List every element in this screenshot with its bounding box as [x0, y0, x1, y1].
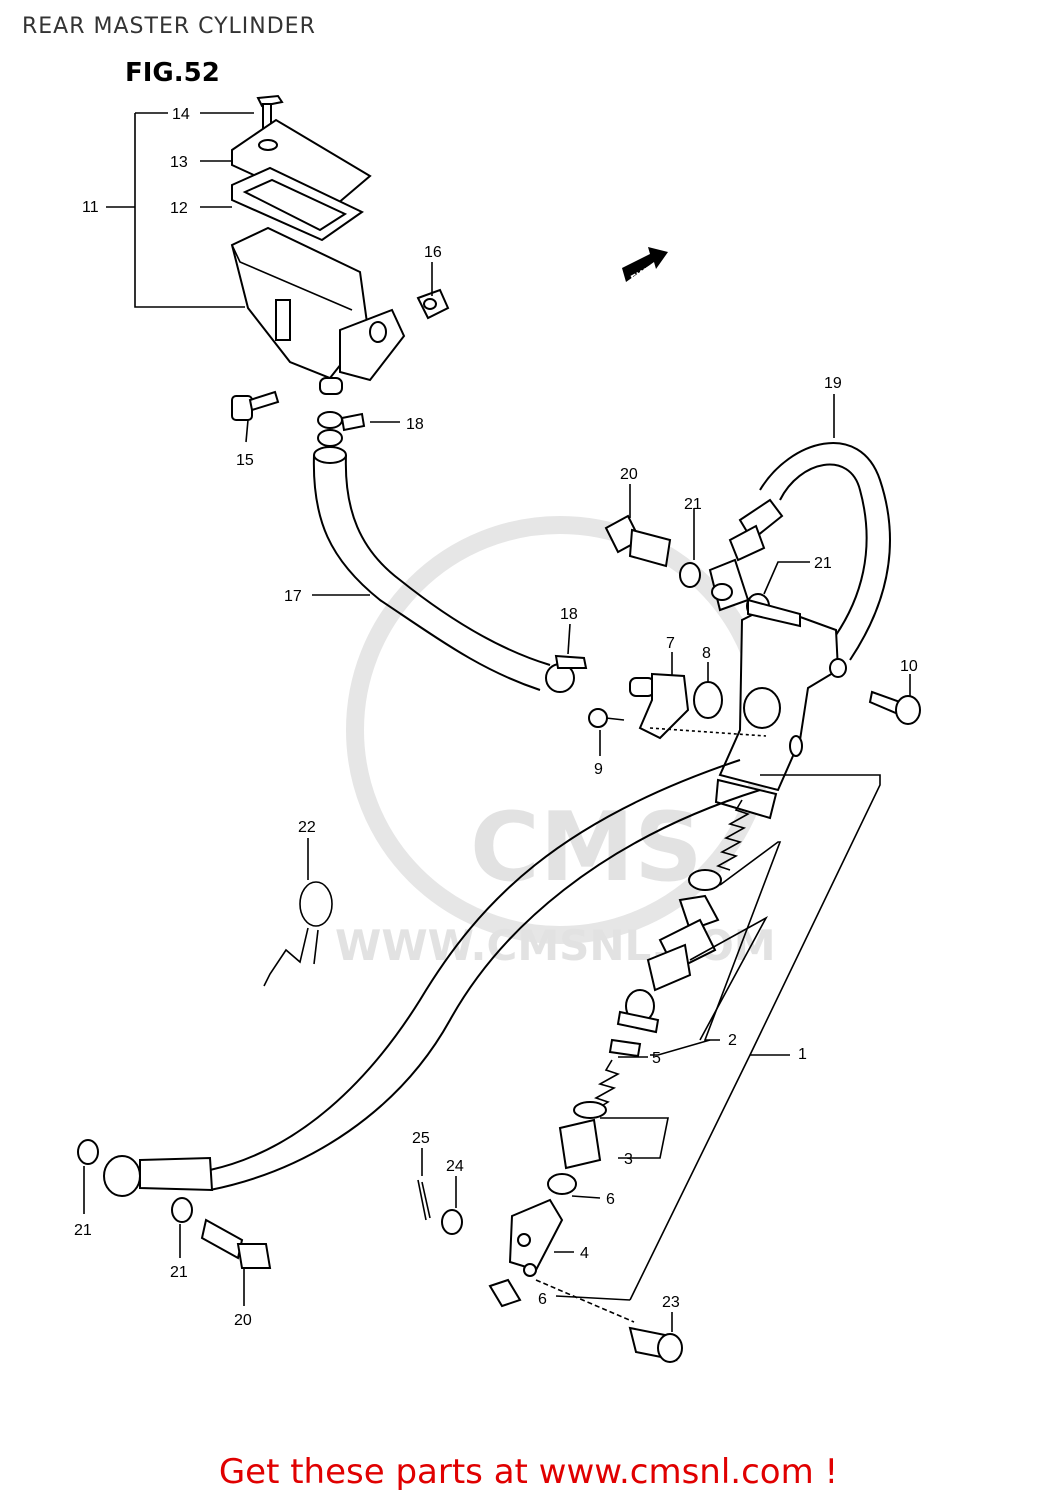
watermark-logo-text: CMS [470, 793, 703, 903]
figure-number: FIG.52 [125, 58, 220, 88]
callout-6-upper: 6 [606, 1191, 615, 1208]
reservoir-assembly [230, 94, 450, 447]
callout-21-top: 21 [684, 496, 702, 513]
callout-17: 17 [284, 588, 302, 605]
lower-brake-hose [77, 759, 761, 1269]
callout-16: 16 [424, 244, 442, 261]
callout-7: 7 [666, 635, 675, 652]
master-cylinder-body [714, 598, 921, 820]
clevis-assembly [417, 1179, 683, 1363]
callout-8: 8 [702, 645, 711, 662]
callout-25: 25 [412, 1130, 430, 1147]
callout-23: 23 [662, 1294, 680, 1311]
callout-13: 13 [170, 154, 188, 171]
callout-18-mid: 18 [560, 606, 578, 623]
callout-4: 4 [580, 1245, 589, 1262]
callout-21-lower-left: 21 [74, 1222, 92, 1239]
callout-20-top: 20 [620, 466, 638, 483]
callout-labels: 14 13 12 11 16 15 18 17 18 19 20 21 21 7… [74, 106, 918, 1329]
hose-fitting [588, 672, 767, 740]
reservoir-hose [312, 446, 588, 693]
callout-5: 5 [652, 1050, 661, 1067]
piston-kit [547, 799, 750, 1195]
callout-20-lower: 20 [234, 1312, 252, 1329]
callout-22: 22 [298, 819, 316, 836]
callout-21-right: 21 [814, 555, 832, 572]
parts-diagram: CMS WWW.CMSNL.COM FWD [74, 94, 921, 1363]
callout-21-lower: 21 [170, 1264, 188, 1281]
callout-3: 3 [624, 1151, 633, 1168]
callout-9: 9 [594, 761, 603, 778]
upper-brake-hose [708, 442, 891, 661]
callout-6-lower: 6 [538, 1291, 547, 1308]
page-title: REAR MASTER CYLINDER [22, 14, 316, 39]
callout-14: 14 [172, 106, 190, 123]
callout-2: 2 [728, 1032, 737, 1049]
callout-11: 11 [82, 199, 99, 216]
leader-lines [83, 112, 911, 1332]
forward-arrow-icon: FWD [622, 247, 668, 285]
callout-24: 24 [446, 1158, 464, 1175]
callout-18-top: 18 [406, 416, 424, 433]
callout-19: 19 [824, 375, 842, 392]
callout-1: 1 [798, 1046, 807, 1063]
callout-12: 12 [170, 200, 188, 217]
callout-10: 10 [900, 658, 918, 675]
buy-parts-link[interactable]: Get these parts at www.cmsnl.com ! [218, 1452, 839, 1492]
spring-clip [263, 881, 333, 987]
callout-15: 15 [236, 452, 254, 469]
